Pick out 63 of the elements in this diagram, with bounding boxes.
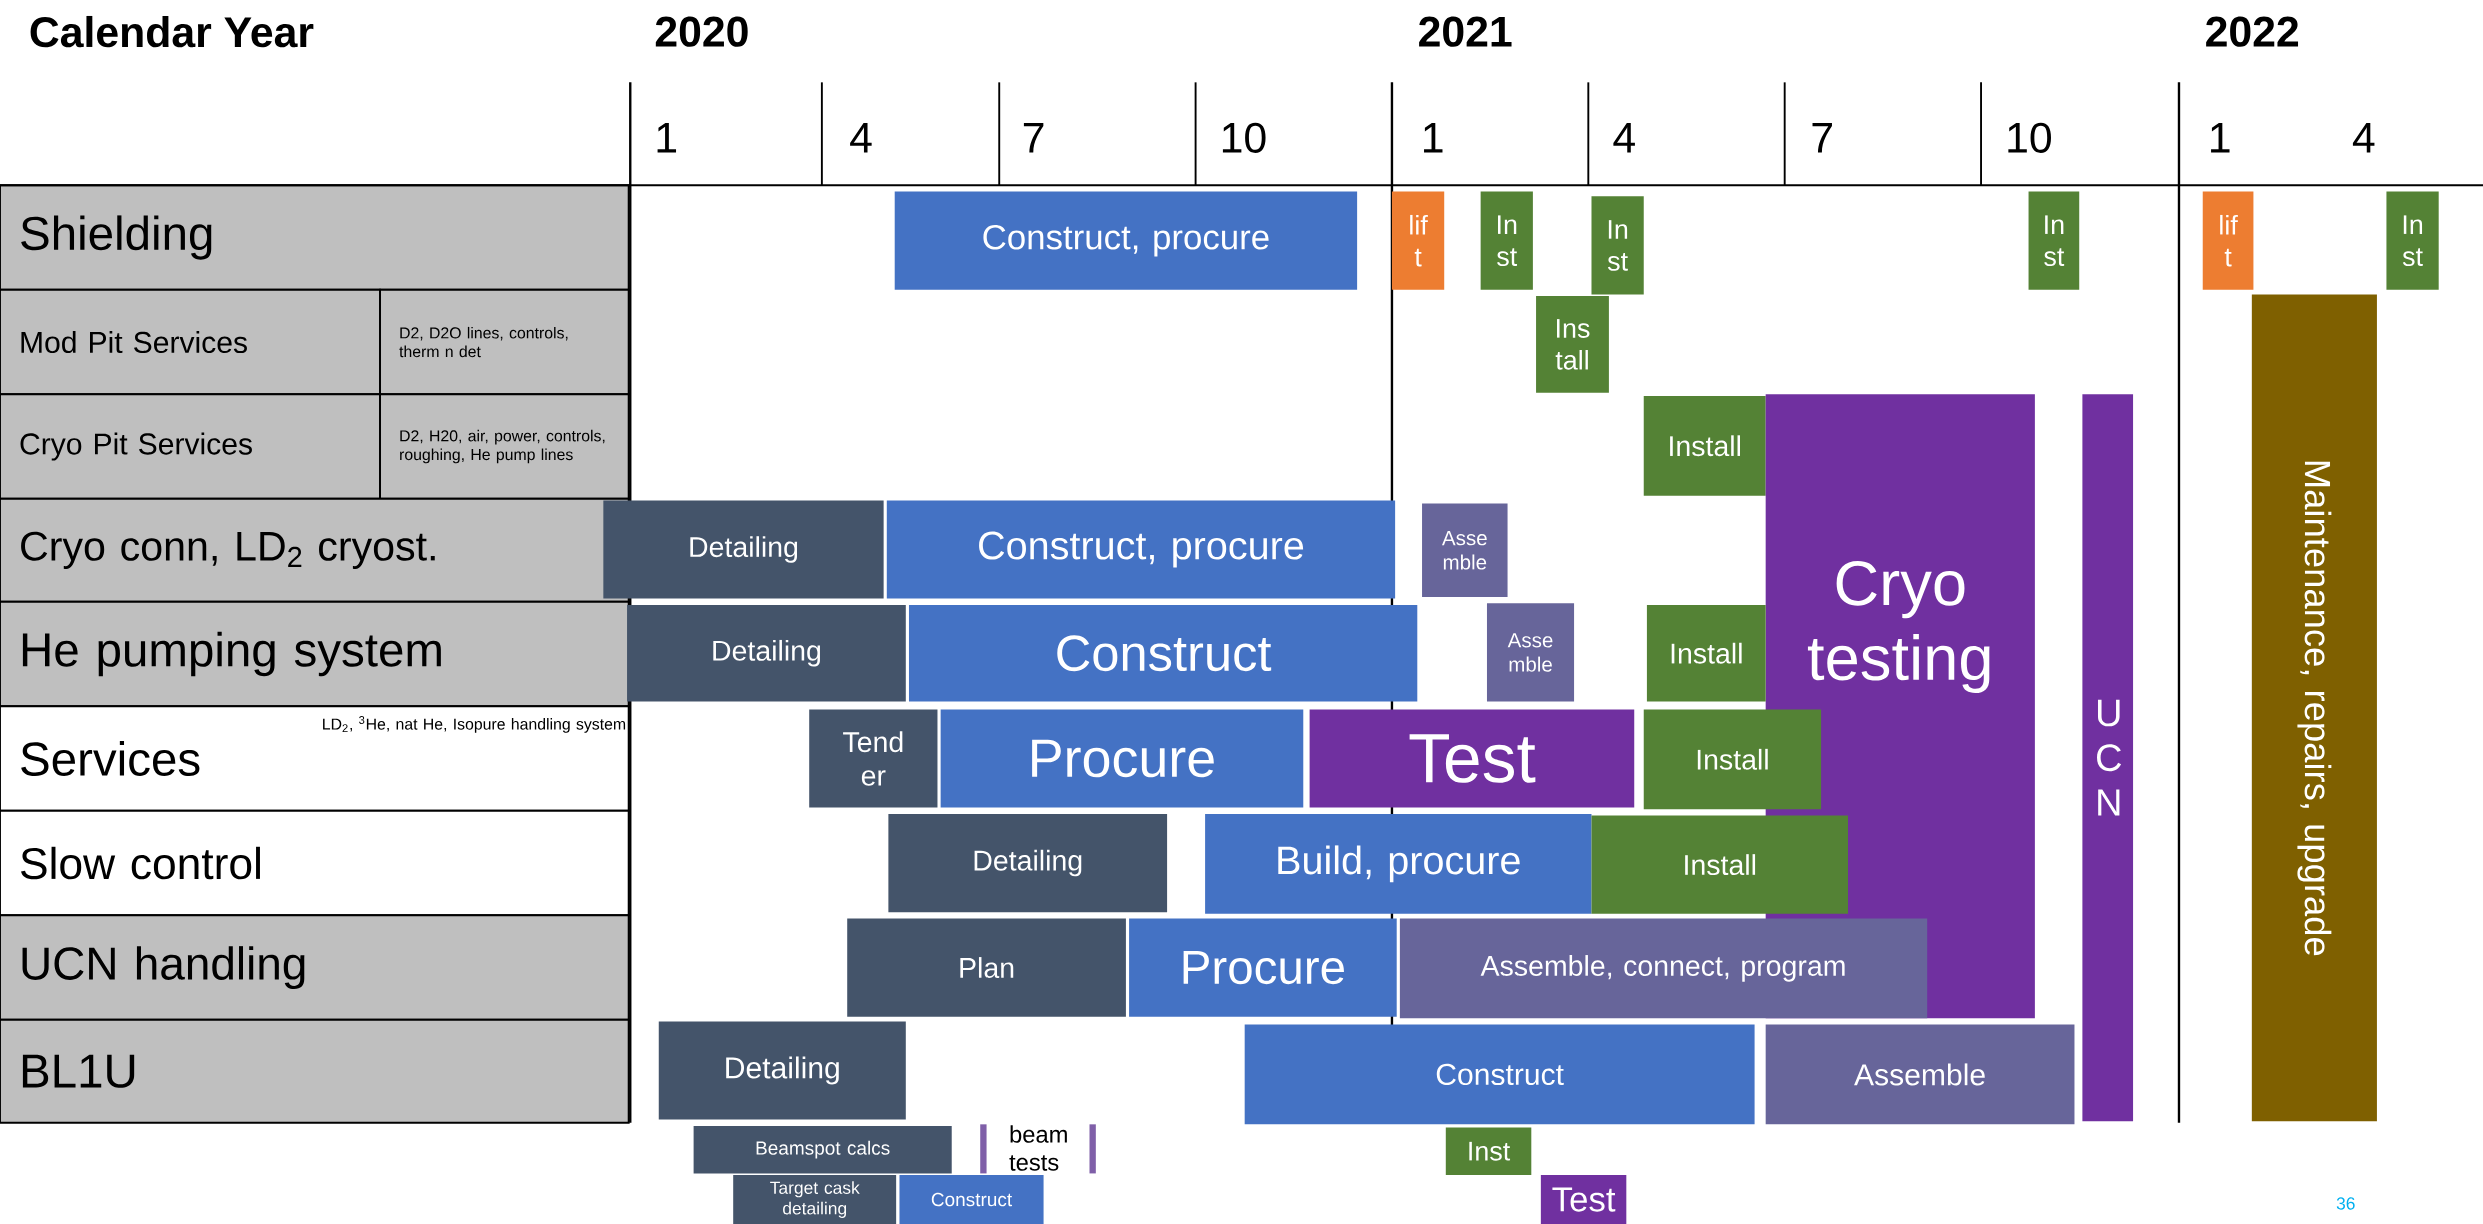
task-bar: In st xyxy=(2386,191,2439,290)
row-label-cell: BL1U xyxy=(0,1018,630,1124)
row-label-cell: D2, H20, air, power, controls, roughing, He pump lines xyxy=(379,393,630,500)
task-bar: Construct xyxy=(908,604,1418,702)
task-bar: Construct, procure xyxy=(886,500,1396,599)
task-bar: Assemble, connect, program xyxy=(1399,918,1928,1019)
task-bar: Target cask detailing xyxy=(733,1174,897,1224)
month-label: 4 xyxy=(2352,123,2375,153)
task-bar: Inst xyxy=(1445,1127,1532,1175)
task-bar: Procure xyxy=(940,709,1304,808)
month-label: 1 xyxy=(657,123,677,153)
month-label: 1 xyxy=(2211,123,2230,153)
row-label-cell: He pumping system xyxy=(0,600,630,708)
row-label-cell: Services LD$_{2}$, $^{3}$He, nat He, Isopure handling system xyxy=(0,705,630,812)
task-bar: Detailing xyxy=(658,1021,906,1120)
month-label: 7 xyxy=(1812,123,1832,153)
row-label-cell: Slow control xyxy=(0,809,630,917)
task-bar: Construct, procure xyxy=(894,191,1358,290)
node-label: Beamspot calcs xyxy=(756,1140,890,1159)
month-label: 10 xyxy=(1222,122,1266,153)
task-bar: In st xyxy=(2028,191,2080,290)
task-bar: Procure xyxy=(1129,918,1397,1017)
task-bar: Construct xyxy=(899,1174,1044,1224)
task-bar: Test xyxy=(1540,1174,1627,1224)
task-bar: Plan xyxy=(847,918,1126,1017)
task-bar: Detailing xyxy=(888,813,1168,913)
task-bar: Install xyxy=(1591,815,1849,914)
task-bar: U C N xyxy=(2082,394,2134,1122)
year-label: 2022 xyxy=(2206,16,2299,47)
task-bar: Install xyxy=(1643,709,1822,810)
month-label: 1 xyxy=(1424,123,1443,153)
task-bar: Detailing xyxy=(603,500,884,599)
month-label: 10 xyxy=(2008,122,2051,153)
task-bar: In st xyxy=(1480,191,1533,290)
task-bar: Test xyxy=(1309,709,1635,808)
row-label-cell: Cryo Pit Services xyxy=(0,393,381,500)
task-bar: Maintenance, repairs, upgrade xyxy=(2251,294,2377,1122)
axis-title: Calendar Year xyxy=(30,15,314,48)
task-bar: In st xyxy=(1591,196,1644,295)
task-bar: Install xyxy=(1646,604,1766,702)
task-bar: lif t xyxy=(2202,191,2254,290)
row-label-cell: UCN handling xyxy=(0,914,630,1021)
task-bar: Asse mble xyxy=(1486,603,1575,702)
task-bar: Ins tall xyxy=(1536,296,1609,393)
month-label: 4 xyxy=(1613,123,1635,153)
task-bar: Construct xyxy=(1244,1024,1755,1125)
page-number: 36 xyxy=(2336,1197,2355,1210)
task-bar: Tend er xyxy=(809,709,938,808)
task-bar: Build, procure xyxy=(1205,813,1592,914)
task-bar: Beamspot calcs xyxy=(693,1125,952,1174)
row-label-cell: D2, D2O lines, controls, therm n det xyxy=(379,288,630,396)
node-label: Target cask detailing xyxy=(770,1181,860,1218)
year-label: 2020 xyxy=(655,16,748,47)
task-bar: Asse mble xyxy=(1422,503,1508,597)
task-bar: Assemble xyxy=(1765,1024,2075,1125)
row-label-cell: Mod Pit Services xyxy=(0,288,381,396)
task-bar: Install xyxy=(1643,395,1766,496)
month-label: 7 xyxy=(1023,123,1044,153)
annotation-text: beam tests xyxy=(1009,1125,1067,1171)
month-label: 4 xyxy=(850,123,872,153)
task-bar: lif t xyxy=(1391,191,1445,290)
task-bar: Detailing xyxy=(627,604,906,702)
year-label: 2021 xyxy=(1419,16,1512,47)
